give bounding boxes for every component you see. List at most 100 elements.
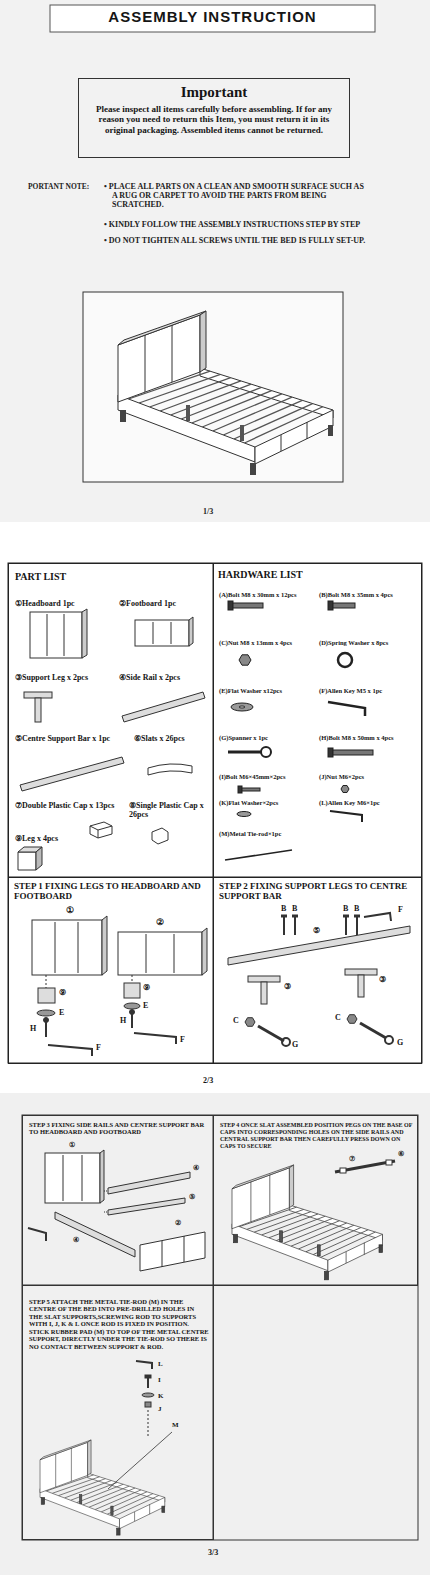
- list-item: (K)Flat Washer×2pcs: [219, 799, 319, 806]
- list-item: (D)Spring Washer x 8pcs: [319, 639, 421, 646]
- part-icons: [18, 852, 36, 870]
- step-two-drawing: [358, 975, 364, 997]
- step-two-drawing: [364, 913, 391, 921]
- step-three-drawing: [45, 1153, 100, 1203]
- step-two-drawing: [347, 1015, 357, 1024]
- part-icons: [189, 617, 193, 646]
- note-text: • KINDLY FOLLOW THE ASSEMBLY INSTRUCTION…: [104, 220, 414, 229]
- part-icons: [20, 757, 124, 791]
- callout-letter: F: [398, 905, 403, 914]
- list-item: (I)Bolt M6×45mm×2pcs: [219, 773, 319, 780]
- bed-picture-frame: [83, 292, 343, 482]
- bed-picture: [118, 311, 333, 475]
- hardware-list-panel: HARDWARE LIST(A)Bolt M8 x 30mm x 12pcs(B…: [213, 563, 422, 878]
- hardware-icons: [225, 850, 292, 860]
- hardware-icons: [328, 748, 333, 757]
- step-one-drawing: [124, 1003, 140, 1009]
- list-item: (H)Bolt M8 x 50mm x 4pcs: [319, 734, 421, 741]
- list-item: ⑥Slats x 26pcs: [134, 734, 214, 743]
- note-heading: PORTANT NOTE:: [28, 183, 89, 192]
- step-one-drawing: [37, 1010, 55, 1016]
- callout-letter: M: [172, 1421, 179, 1429]
- part-icons: [82, 609, 87, 658]
- part-icons: [90, 822, 112, 838]
- note-text: • PLACE ALL PARTS ON A CLEAN AND SMOOTH …: [104, 182, 369, 210]
- list-item: (E)Flat Washer x12pcs: [219, 687, 319, 694]
- callout-letter: E: [143, 1001, 148, 1010]
- callout-letter: B: [292, 904, 297, 913]
- step-two-drawing: [258, 1026, 284, 1041]
- hardware-icons: [228, 751, 262, 754]
- list-item: ⑧Single Plastic Cap x 26pcs: [129, 801, 213, 819]
- hardware-icons: [261, 747, 271, 757]
- list-item: (J)Nut M6×2pcs: [319, 773, 421, 780]
- step-three-drawing: [162, 1236, 184, 1267]
- step-one-drawing: [32, 920, 102, 975]
- step-three-drawing: [63, 1155, 82, 1201]
- list-item: ⑤Centre Support Bar x 1pc: [15, 734, 133, 743]
- hardware-icons: [239, 706, 245, 708]
- page-three-frame: [22, 1115, 418, 1540]
- callout-letter: K: [158, 1392, 163, 1400]
- part-icons: [47, 614, 64, 656]
- step-two-drawing: [248, 976, 280, 982]
- callout-number: ④: [73, 1236, 79, 1244]
- callout-letter: J: [158, 1405, 162, 1413]
- callout-letter: F: [180, 1035, 185, 1044]
- callout-letter: H: [120, 1016, 126, 1025]
- step-five-drawing: [148, 1410, 149, 1436]
- hardware-icons: [231, 703, 253, 711]
- step-one-drawing: [130, 1010, 135, 1015]
- callout-number: ⑥: [398, 1150, 404, 1158]
- step-two-drawing: [245, 1018, 255, 1027]
- callout-letter: C: [233, 1016, 239, 1025]
- hardware-icons: [242, 788, 260, 791]
- page-ground: [0, 1093, 430, 1575]
- list-item: ④Side Rail x 2pcs: [119, 673, 214, 682]
- hardware-icons: [333, 750, 373, 755]
- step-four-drawing: [386, 1160, 392, 1165]
- step-three-drawing: [28, 1150, 205, 1271]
- step-two-drawing: [281, 915, 360, 918]
- step-two-drawing: [261, 982, 267, 1004]
- callout-letter: B: [343, 904, 348, 913]
- callout-number: ⑤: [313, 926, 320, 935]
- step-two-drawing: [282, 1038, 290, 1046]
- notice-text: Please inspect all items carefully befor…: [89, 104, 339, 135]
- list-item: ③Support Leg x 2pcs: [15, 673, 115, 682]
- part-list-panel: PART LIST①Headboard 1pc②Footboard 1pc③Su…: [8, 563, 214, 878]
- page-title: ASSEMBLY INSTRUCTION: [50, 8, 375, 25]
- step-five-drawing: [40, 1361, 172, 1535]
- step-three-drawing: [100, 1150, 104, 1203]
- step-instruction: STEP 4 ONCE SLAT ASSEMBLED POSITION PEGS…: [220, 1122, 415, 1150]
- step-panel: STEP 5 ATTACH THE METAL TIE-ROD (M) IN T…: [22, 1285, 214, 1540]
- page-number: 3/3: [208, 1548, 218, 1557]
- step-three-drawing: [108, 1172, 190, 1194]
- part-icons: [90, 826, 112, 838]
- step-instruction: STEP 1 FIXING LEGS TO HEADBOARD AND FOOT…: [14, 881, 210, 902]
- step-two-drawing: [284, 916, 357, 935]
- page-two-frame: [8, 563, 422, 1063]
- hardware-icons: [330, 811, 362, 822]
- part-icons: [36, 847, 42, 870]
- callout-number: ②: [156, 917, 164, 927]
- list-item: (L)Allen Key M6×1pc: [319, 799, 421, 806]
- page-three-frame: [22, 1115, 418, 1540]
- part-icons: [35, 698, 41, 722]
- list-item: (C)Nut M8 x 13mm x 4pcs: [219, 639, 319, 646]
- step-five-drawing: [145, 1375, 151, 1378]
- bed-picture: [232, 1165, 383, 1280]
- step-four-drawing: [232, 1160, 395, 1280]
- callout-letter: L: [158, 1360, 163, 1368]
- step-one-drawing: [146, 934, 174, 973]
- panel-heading: PART LIST: [15, 571, 205, 583]
- callout-letter: E: [59, 1008, 64, 1017]
- hardware-icons: [228, 601, 233, 610]
- step-two-drawing: [385, 1036, 393, 1044]
- step-five-drawing: [136, 1361, 152, 1369]
- callout-number: ⑤: [189, 1193, 195, 1201]
- callout-letter: F: [96, 1043, 101, 1052]
- step-three-drawing: [108, 1198, 185, 1215]
